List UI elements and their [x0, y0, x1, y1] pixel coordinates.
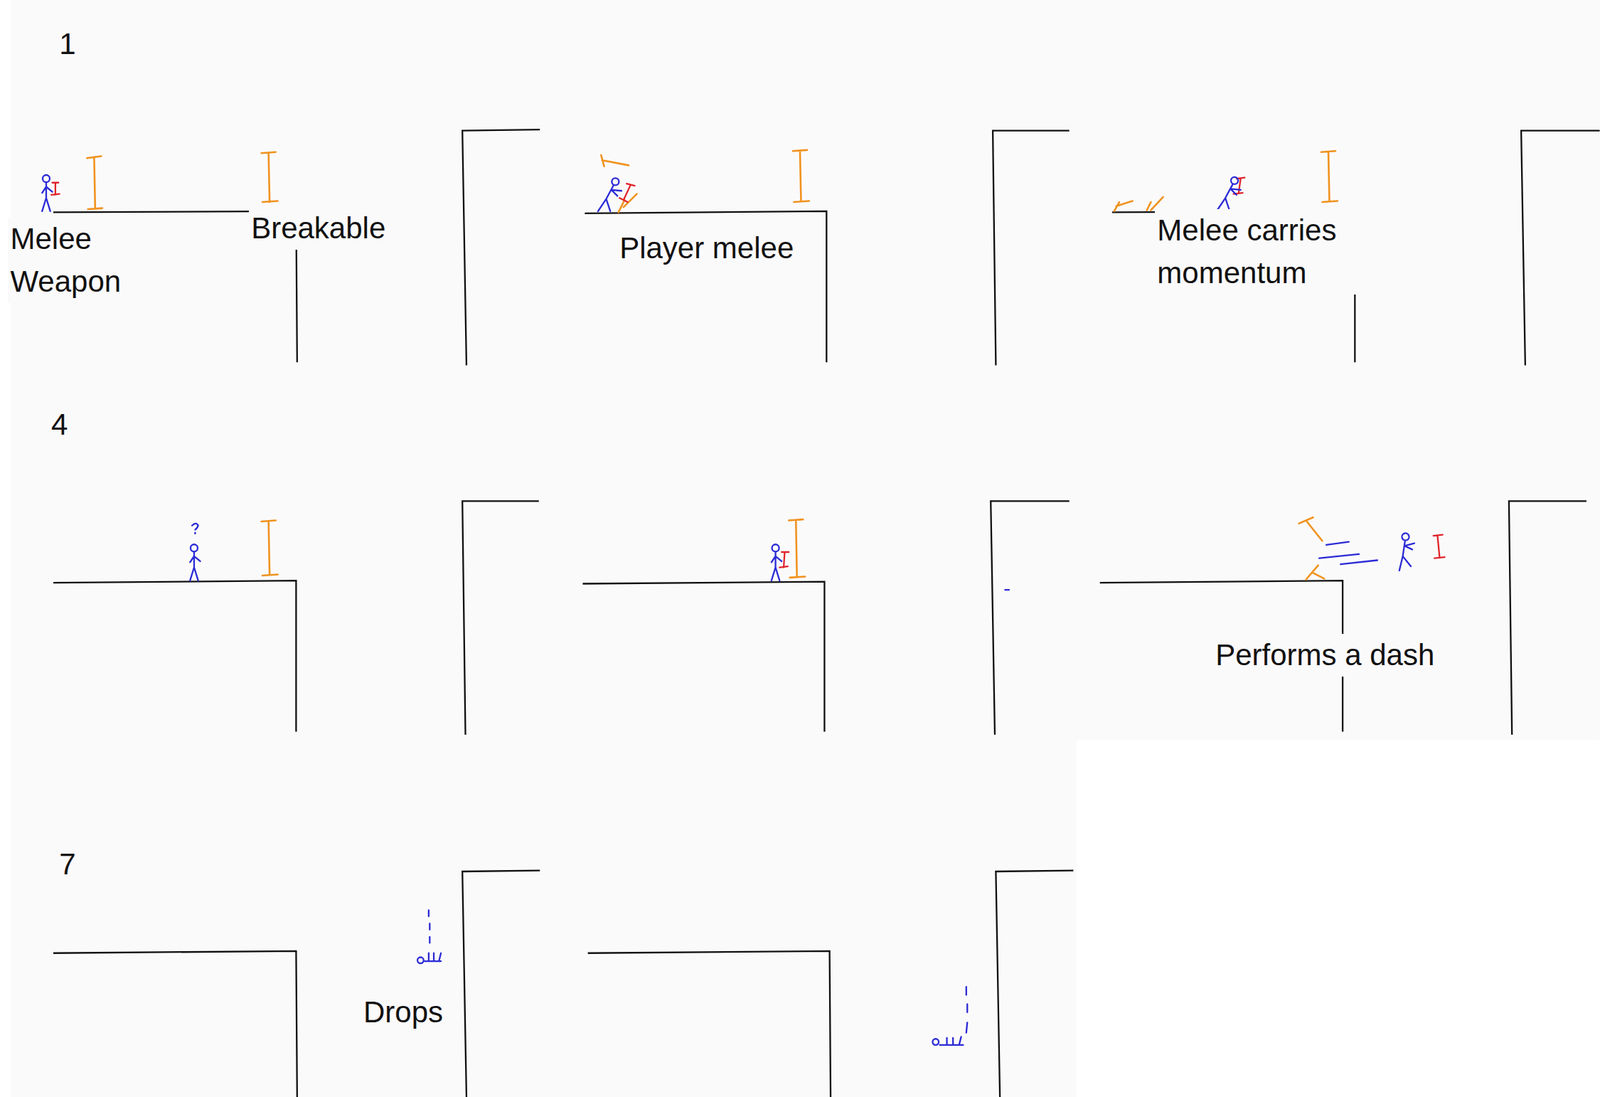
panel-number: 4	[49, 403, 70, 446]
annotation: Performs a dash	[1213, 633, 1437, 677]
annotation: Breakable	[248, 206, 388, 250]
player-figure	[41, 174, 1422, 1045]
level-geometry	[53, 129, 1600, 1097]
annotation: Player melee	[617, 226, 796, 270]
panel-number: 7	[56, 842, 78, 886]
annotation: Drops	[361, 990, 446, 1034]
annotation: Melee Weapon	[7, 217, 165, 303]
panel-number: 1	[56, 22, 78, 66]
breakable-symbol	[86, 150, 1338, 580]
panel-ground	[10, 0, 1600, 740]
annotation: Melee carries momentum	[1154, 209, 1369, 295]
melee-weapon-symbol	[51, 177, 1445, 568]
panel-ground	[10, 739, 1077, 1097]
